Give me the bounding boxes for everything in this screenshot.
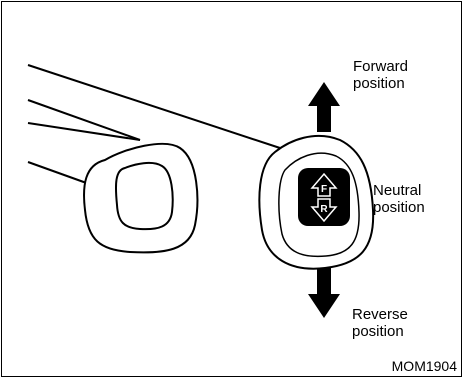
lever-arm-line <box>27 99 141 141</box>
neutral-position-label: Neutral position <box>373 182 425 216</box>
lever-arm-line <box>27 122 141 141</box>
neutral-label-line2: position <box>373 199 425 216</box>
lever-arm-line <box>27 161 93 186</box>
shift-switch-button <box>298 168 350 226</box>
switch-letter-r: R <box>320 204 328 215</box>
forward-label-line1: Forward <box>353 58 409 75</box>
forward-label-line2: position <box>353 75 405 92</box>
reverse-label-line2: position <box>352 323 404 340</box>
figure-code: MOM1904 <box>391 358 457 374</box>
reverse-arrow-icon <box>308 268 340 318</box>
neutral-label-line1: Neutral <box>373 182 422 199</box>
forward-position-label: Forward position <box>353 58 408 92</box>
lever-arm-line <box>27 64 281 149</box>
right-knob <box>258 135 375 270</box>
reverse-label-line1: Reverse <box>352 306 408 323</box>
reverse-position-label: Reverse position <box>352 306 408 340</box>
fr-switch-icon <box>310 172 338 223</box>
left-knob <box>83 142 199 254</box>
forward-arrow-icon <box>308 82 340 132</box>
lever-arms <box>27 64 281 186</box>
switch-letter-f: F <box>321 184 327 195</box>
